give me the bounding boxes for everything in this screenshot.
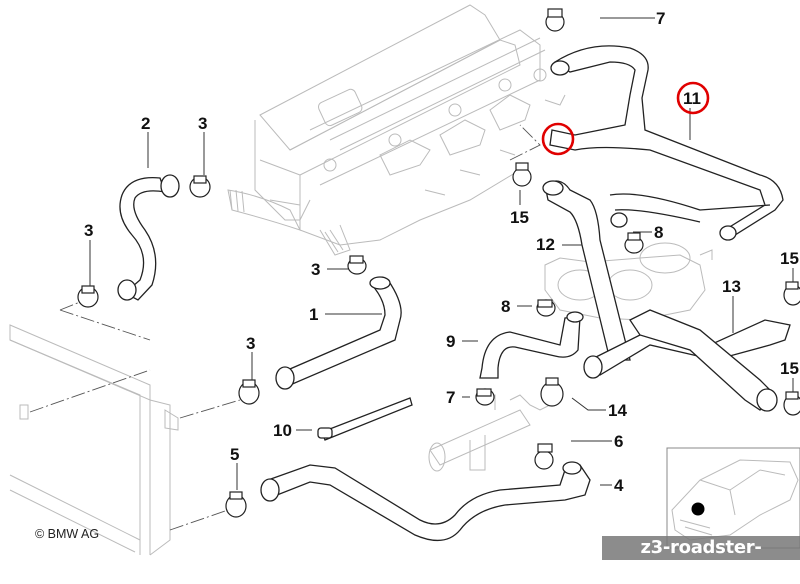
hose-9 [479, 311, 584, 379]
inset-car-locator [666, 447, 800, 549]
clamp-8-mid [536, 299, 556, 317]
callout-9: 9 [446, 332, 455, 351]
highlight-circle-hose-end [541, 122, 575, 156]
hose-11 [549, 45, 784, 241]
callout-15a: 15 [510, 208, 529, 227]
hose-1 [275, 276, 402, 390]
copyright-label: © BMW AG [35, 527, 100, 541]
cable-tie-10 [317, 397, 413, 441]
clamp-7-top [545, 8, 565, 32]
callout-8a: 8 [654, 223, 663, 242]
callout-12: 12 [536, 235, 555, 254]
watermark: z3-roadster-forum.de [602, 536, 800, 582]
callout-7a: 7 [656, 9, 665, 28]
callout-6: 6 [614, 432, 623, 451]
hose-4 [260, 461, 591, 542]
clamp-3-lower [238, 379, 260, 405]
callout-7b: 7 [446, 388, 455, 407]
callout-3d: 3 [246, 334, 255, 353]
callout-labels: 1 2 3 3 3 3 4 5 6 7 7 8 8 9 10 11 12 13 … [84, 9, 799, 495]
callout-8b: 8 [501, 297, 510, 316]
clamp-3-upper-right [189, 175, 211, 198]
callout-3c: 3 [311, 260, 320, 279]
clamp-8-upper [624, 232, 644, 254]
assembly-lines [29, 124, 541, 531]
clamp-15-right-a [783, 281, 800, 306]
clamp-14 [540, 377, 564, 407]
callout-15b: 15 [780, 249, 799, 268]
clamp-6 [534, 443, 554, 470]
callout-1: 1 [309, 305, 318, 324]
clamp-15-right-b [783, 391, 800, 416]
hose-2 [117, 174, 180, 301]
clamp-3-left [77, 285, 99, 308]
engine-block [227, 4, 566, 256]
callout-13: 13 [722, 277, 741, 296]
radiator [9, 324, 179, 556]
callout-3b: 3 [84, 221, 93, 240]
callout-10: 10 [273, 421, 292, 440]
clamp-15-top [512, 162, 532, 187]
thermostat-housing [544, 242, 713, 321]
location-marker [691, 502, 705, 516]
clamp-3-mid [347, 255, 367, 275]
highlight-circle-callout-11 [676, 81, 710, 115]
callout-15c: 15 [780, 359, 799, 378]
callout-3a: 3 [198, 114, 207, 133]
callout-14: 14 [608, 401, 627, 420]
clamp-7-mid [475, 388, 495, 406]
hose-12 [542, 180, 631, 361]
leader-lines [89, 17, 794, 490]
parts-diagram: 1 2 3 3 3 3 4 5 6 7 7 8 8 9 10 11 12 13 … [9, 4, 800, 556]
hose-13 [583, 309, 791, 412]
callout-11: 11 [683, 89, 701, 108]
clamp-5 [225, 491, 247, 518]
callout-2: 2 [141, 114, 150, 133]
callout-4: 4 [614, 476, 624, 495]
callout-5: 5 [230, 445, 239, 464]
hose-clamps [77, 8, 800, 518]
